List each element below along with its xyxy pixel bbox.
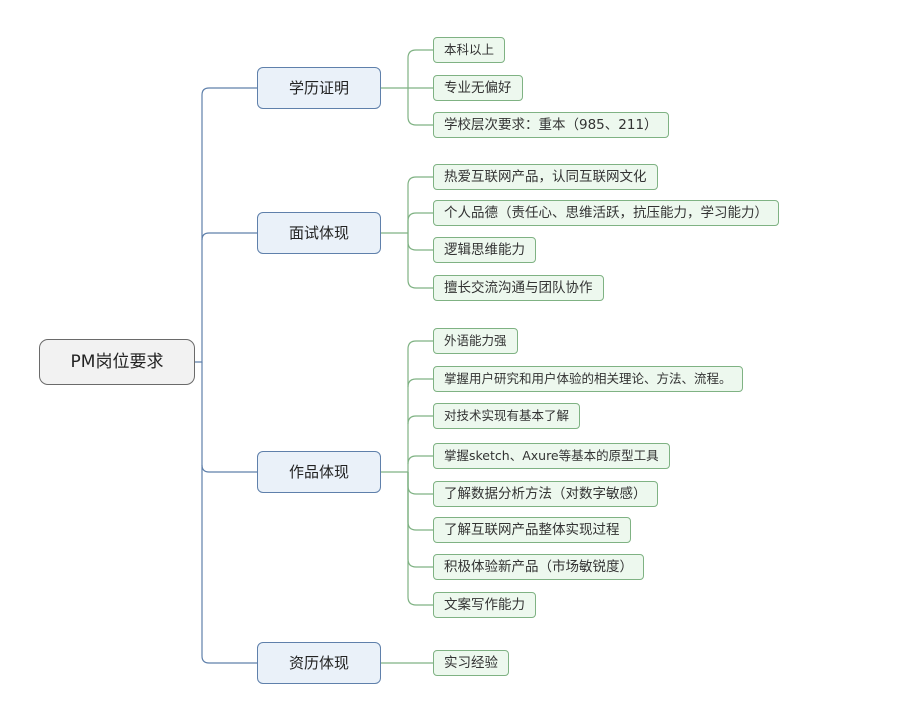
connector-leaf-3-7	[407, 472, 433, 568]
connector-leaf-3-3	[407, 415, 433, 425]
connector-root-branch-3	[201, 362, 257, 473]
connector-leaf-1-3	[407, 88, 433, 126]
connector-leaf-3-2	[407, 378, 433, 388]
leaf-portfolio-5[interactable]: 了解数据分析方法（对数字敏感）	[433, 481, 658, 507]
connector-leaf-3-6	[407, 472, 433, 531]
leaf-interview-2[interactable]: 个人品德（责任心、思维活跃，抗压能力，学习能力）	[433, 200, 779, 226]
leaf-interview-4[interactable]: 擅长交流沟通与团队协作	[433, 275, 604, 301]
leaf-portfolio-6[interactable]: 了解互联网产品整体实现过程	[433, 517, 631, 543]
branch-portfolio[interactable]: 作品体现	[257, 451, 381, 493]
leaf-education-2[interactable]: 专业无偏好	[433, 75, 523, 101]
leaf-education-1[interactable]: 本科以上	[433, 37, 506, 63]
connector-leaf-3-8	[407, 472, 433, 606]
connector-root-branch-2	[201, 232, 257, 241]
connector-leaf-1-1	[407, 49, 433, 88]
connector-leaf-3-1	[407, 340, 433, 472]
connector-leaf-2-4	[407, 233, 433, 289]
leaf-experience-1[interactable]: 实习经验	[433, 650, 509, 676]
leaf-portfolio-4[interactable]: 掌握sketch、Axure等基本的原型工具	[433, 443, 670, 469]
branch-experience[interactable]: 资历体现	[257, 642, 381, 684]
connector-leaf-3-4	[407, 455, 433, 465]
branch-education[interactable]: 学历证明	[257, 67, 381, 109]
connector-leaf-2-1	[407, 176, 433, 233]
leaf-portfolio-8[interactable]: 文案写作能力	[433, 592, 536, 618]
connector-root-branch-1	[195, 87, 257, 363]
branch-interview[interactable]: 面试体现	[257, 212, 381, 254]
leaf-portfolio-3[interactable]: 对技术实现有基本了解	[433, 403, 581, 429]
leaf-portfolio-2[interactable]: 掌握用户研究和用户体验的相关理论、方法、流程。	[433, 366, 743, 392]
connector-leaf-3-5	[407, 472, 433, 495]
leaf-portfolio-1[interactable]: 外语能力强	[433, 328, 518, 354]
leaf-portfolio-7[interactable]: 积极体验新产品（市场敏锐度）	[433, 554, 644, 580]
leaf-interview-1[interactable]: 热爱互联网产品，认同互联网文化	[433, 164, 658, 190]
connector-leaf-2-2	[407, 212, 433, 233]
leaf-education-3[interactable]: 学校层次要求：重本（985、211）	[433, 112, 669, 138]
leaf-interview-3[interactable]: 逻辑思维能力	[433, 237, 536, 263]
root-topic[interactable]: PM岗位要求	[39, 339, 195, 385]
connector-root-branch-4	[201, 465, 257, 664]
connector-leaf-2-3	[407, 233, 433, 251]
